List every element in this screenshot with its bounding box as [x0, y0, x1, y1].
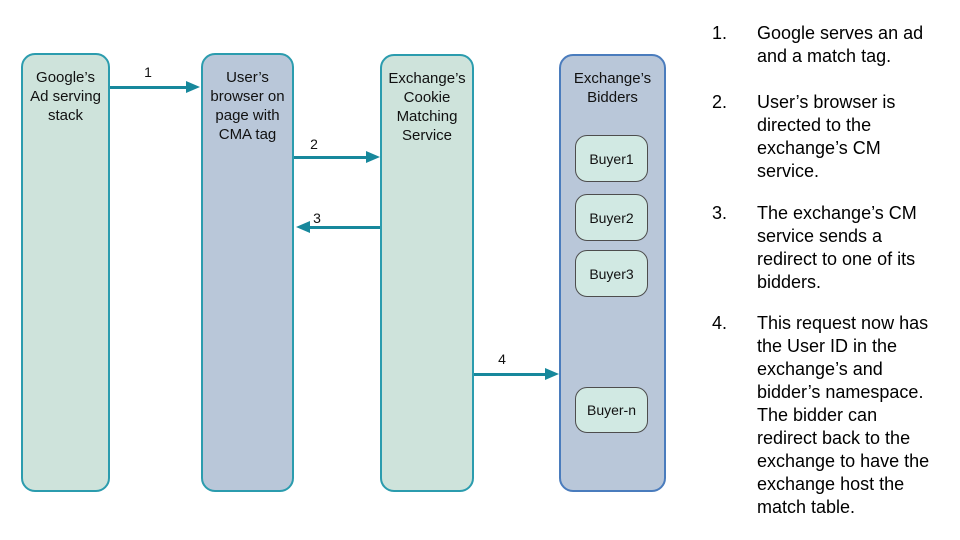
arrowhead-left-icon	[296, 221, 310, 233]
node-user-browser-label: User’s browser on page with CMA tag	[210, 69, 285, 143]
arrow-4-label: 4	[498, 351, 506, 367]
step-item-1: 1. Google serves an ad and a match tag.	[712, 22, 923, 68]
arrow-4-line	[474, 373, 546, 376]
arrow-2-line	[294, 156, 367, 159]
buyer-box-2-label: Buyer2	[589, 209, 634, 226]
buyer-box-n-label: Buyer-n	[586, 402, 637, 418]
step-3-number: 3.	[712, 203, 728, 223]
buyer-box-3-label: Buyer3	[589, 265, 634, 282]
step-item-4: 4. This request now has the User ID in t…	[712, 312, 929, 519]
node-google-ad-stack-label: Google’s Ad serving stack	[30, 69, 101, 124]
steps-list: 1. Google serves an ad and a match tag. …	[712, 0, 960, 540]
buyer-box-3: Buyer3	[575, 250, 648, 297]
arrowhead-right-icon	[366, 151, 380, 163]
step-4-number: 4.	[712, 313, 728, 333]
buyer-box-n: Buyer-n	[575, 387, 648, 433]
buyer-box-1-label: Buyer1	[589, 150, 634, 167]
step-item-2: 2. User’s browser is directed to the exc…	[712, 91, 895, 183]
step-3-text: The exchange’s CM service sends a redire…	[757, 203, 917, 292]
node-exchange-bidders: Exchange’s Bidders Buyer1 Buyer2 Buyer3 …	[559, 54, 666, 492]
node-user-browser: User’s browser on page with CMA tag	[201, 53, 294, 492]
arrow-3-label: 3	[313, 210, 321, 226]
node-exchange-bidders-label: Exchange’s Bidders	[573, 70, 652, 106]
buyer-box-1: Buyer1	[575, 135, 648, 182]
node-google-ad-stack: Google’s Ad serving stack	[21, 53, 110, 492]
arrow-3-line	[309, 226, 380, 229]
node-cookie-matching-service: Exchange’s Cookie Matching Service	[380, 54, 474, 492]
step-4-text: This request now has the User ID in the …	[757, 313, 930, 517]
node-cookie-matching-service-label: Exchange’s Cookie Matching Service	[388, 70, 466, 144]
step-2-text: User’s browser is directed to the exchan…	[757, 92, 896, 181]
arrow-2-label: 2	[310, 136, 318, 152]
arrowhead-right-icon	[545, 368, 559, 380]
buyer-box-2: Buyer2	[575, 194, 648, 241]
arrow-1-line	[110, 86, 187, 89]
step-2-number: 2.	[712, 92, 728, 112]
arrow-1-label: 1	[144, 64, 152, 80]
arrowhead-right-icon	[186, 81, 200, 93]
step-item-3: 3. The exchange’s CM service sends a red…	[712, 202, 917, 294]
step-1-number: 1.	[712, 23, 728, 43]
step-1-text: Google serves an ad and a match tag.	[757, 23, 924, 66]
